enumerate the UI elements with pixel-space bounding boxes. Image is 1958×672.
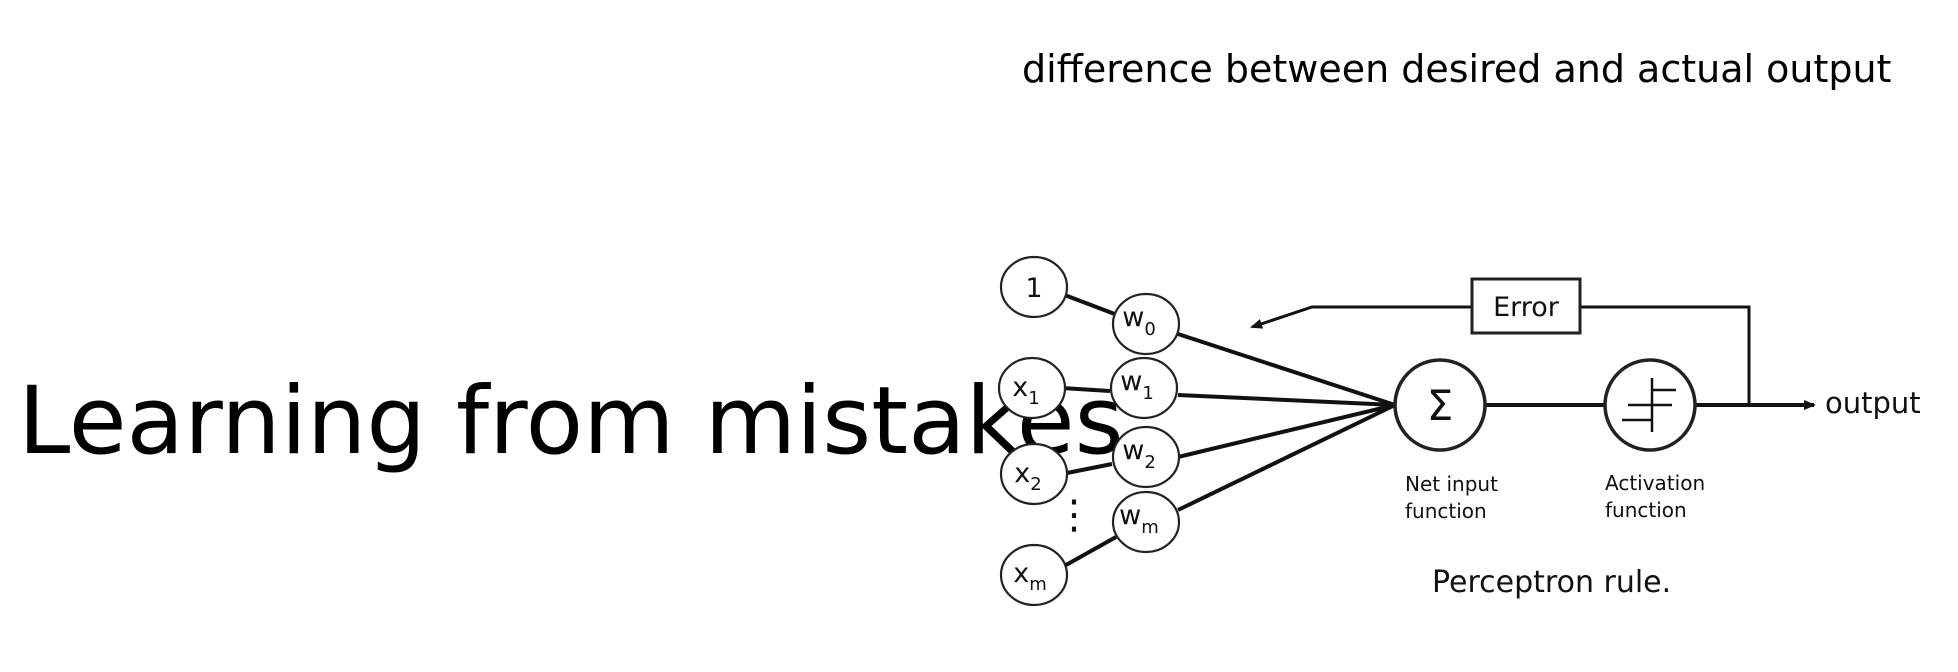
net-input-label-line2: function [1405, 499, 1487, 523]
weight-subscript: 0 [1144, 319, 1155, 340]
input-label: x [1014, 458, 1030, 489]
edge-input-1 [1061, 386, 1111, 393]
input-node-1: x1 [997, 356, 1067, 420]
input-subscript: 1 [1028, 388, 1039, 409]
weight-label: w [1122, 302, 1144, 333]
input-node-0: 1 [999, 255, 1069, 319]
svg-text:x1: x1 [1012, 372, 1039, 409]
input-label: x [1013, 558, 1029, 589]
svg-text:wm: wm [1119, 500, 1159, 538]
error-caption: difference between desired and actual ou… [1022, 47, 1892, 91]
slide-title: Learning from mistakes [18, 367, 1124, 476]
input-subscript: 2 [1030, 474, 1041, 495]
weight-label: w [1120, 366, 1142, 397]
error-label: Error [1493, 292, 1560, 323]
error-box [1470, 277, 1582, 335]
weight-subscript: 2 [1144, 452, 1155, 473]
input-label: x [1012, 372, 1028, 403]
activation-label-line2: function [1605, 498, 1687, 522]
weight-label: w [1119, 500, 1141, 531]
svg-text:x2: x2 [1014, 458, 1041, 495]
step-function-icon [1622, 378, 1676, 432]
activation-node [1603, 358, 1697, 452]
net-input-label-line1: Net input [1405, 472, 1498, 496]
weight-node-0: w0 [1111, 292, 1181, 356]
svg-text:w1: w1 [1120, 366, 1154, 404]
svg-text:w2: w2 [1122, 435, 1156, 473]
weight-node-2: w2 [1111, 425, 1181, 489]
input-node-m: xm [999, 543, 1069, 607]
output-label: output [1825, 386, 1921, 420]
edge-input-2 [1061, 462, 1113, 476]
edge-weight-0 [1177, 332, 1396, 407]
svg-text:1: 1 [1025, 273, 1042, 304]
edge-weight-m [1177, 403, 1396, 512]
weight-subscript: m [1141, 517, 1159, 538]
svg-text:w0: w0 [1122, 302, 1156, 340]
svg-text:xm: xm [1013, 558, 1047, 595]
weight-node-m: wm [1111, 490, 1181, 554]
edge-weight-2 [1177, 403, 1396, 459]
edge-input-m [1065, 535, 1117, 567]
input-subscript: m [1029, 574, 1047, 595]
edge-input-0 [1061, 292, 1121, 318]
diagram-caption: Perceptron rule. [1432, 565, 1671, 600]
weight-label: w [1122, 435, 1144, 466]
weight-node-1: w1 [1109, 356, 1179, 420]
error-feedback-path [1580, 305, 1751, 405]
edge-weight-1 [1177, 393, 1396, 407]
weight-subscript: 1 [1142, 383, 1153, 404]
input-node-2: x2 [999, 442, 1069, 506]
activation-label-line1: Activation [1605, 471, 1705, 495]
sum-node: Σ [1393, 358, 1487, 452]
error-feedback-arrow [1250, 305, 1472, 329]
sigma-icon: Σ [1427, 381, 1454, 430]
input-label: 1 [1025, 273, 1042, 304]
ellipsis-dots: ⋮ [1054, 492, 1094, 538]
